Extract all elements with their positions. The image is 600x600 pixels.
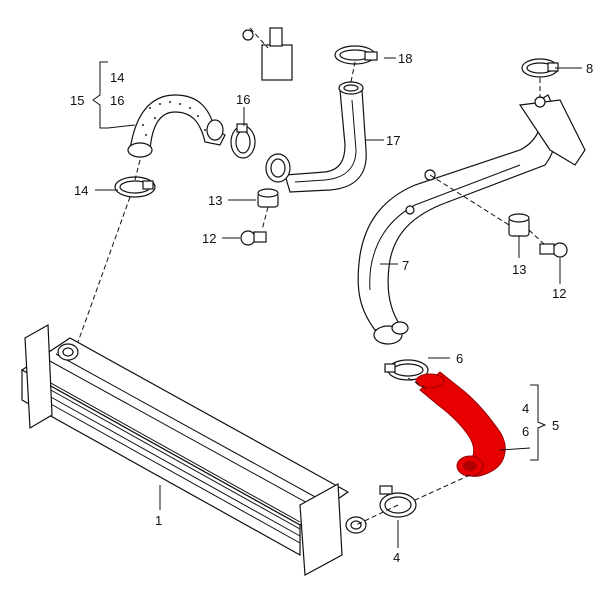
label-14-clamp: 14 xyxy=(74,183,88,198)
sensor-top[interactable] xyxy=(242,27,293,81)
label-16-bracket: 16 xyxy=(110,93,124,108)
clamp-18[interactable] xyxy=(334,45,378,65)
label-13-left: 13 xyxy=(208,193,222,208)
label-18: 18 xyxy=(398,51,412,66)
clamp-16[interactable] xyxy=(230,123,256,159)
label-6-bracket: 6 xyxy=(522,424,529,439)
label-4-bracket: 4 xyxy=(522,401,529,416)
label-15: 15 xyxy=(70,93,84,108)
label-7: 7 xyxy=(402,258,409,273)
clamp-6-upper[interactable] xyxy=(384,359,429,381)
leader-lines xyxy=(92,57,582,548)
grommet-13-left[interactable] xyxy=(257,188,279,208)
label-1: 1 xyxy=(155,513,162,528)
intercooler[interactable] xyxy=(20,323,367,576)
assembly-lines xyxy=(77,27,546,526)
label-6-clamp: 6 xyxy=(456,351,463,366)
label-12-left: 12 xyxy=(202,231,216,246)
label-14-bracket: 14 xyxy=(110,70,124,85)
label-12-right: 12 xyxy=(552,286,566,301)
part-labels: 1 4 4 5 6 6 7 8 12 12 13 13 14 14 15 16 … xyxy=(70,51,593,565)
clamp-8[interactable] xyxy=(521,58,559,78)
label-13-right: 13 xyxy=(512,262,526,277)
hose-upper-left[interactable] xyxy=(127,94,226,158)
screw-12-left[interactable] xyxy=(240,230,267,246)
label-5: 5 xyxy=(552,418,559,433)
clamp-4-lower[interactable] xyxy=(379,485,417,518)
red-hose-body xyxy=(419,371,506,477)
pipe-7[interactable] xyxy=(357,94,586,345)
pipe-17[interactable] xyxy=(265,81,367,193)
screw-12-right[interactable] xyxy=(539,242,568,258)
label-4-lower: 4 xyxy=(393,550,400,565)
clamp-14[interactable] xyxy=(114,176,156,198)
label-17: 17 xyxy=(386,133,400,148)
label-8: 8 xyxy=(586,61,593,76)
grommet-13-right[interactable] xyxy=(508,213,530,237)
red-hose-highlighted[interactable] xyxy=(415,371,506,477)
label-16-clamp: 16 xyxy=(236,92,250,107)
